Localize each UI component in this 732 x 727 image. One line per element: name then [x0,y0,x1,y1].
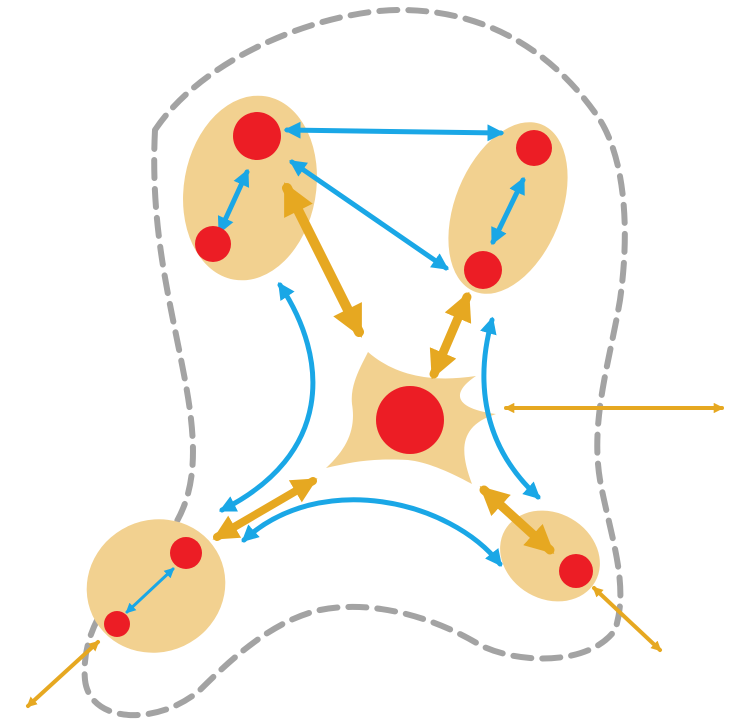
node-bottom-left-upper [170,537,202,569]
node-bottom-right [559,554,593,588]
node-top-left-large [233,112,281,160]
blue-arrow-bottom-cluster-link [244,500,500,564]
orange-arrow-hub-top-right [434,297,467,374]
orange-arrow-hub-top-left [287,188,359,332]
node-top-right-upper [516,130,552,166]
blue-arrow-top-link [287,130,501,133]
node-bottom-left-lower [104,611,130,637]
node-central-hub [376,386,444,454]
blue-arrow-left-cluster-link [222,285,313,510]
node-top-left-small [195,226,231,262]
node-top-right-lower [464,251,502,289]
